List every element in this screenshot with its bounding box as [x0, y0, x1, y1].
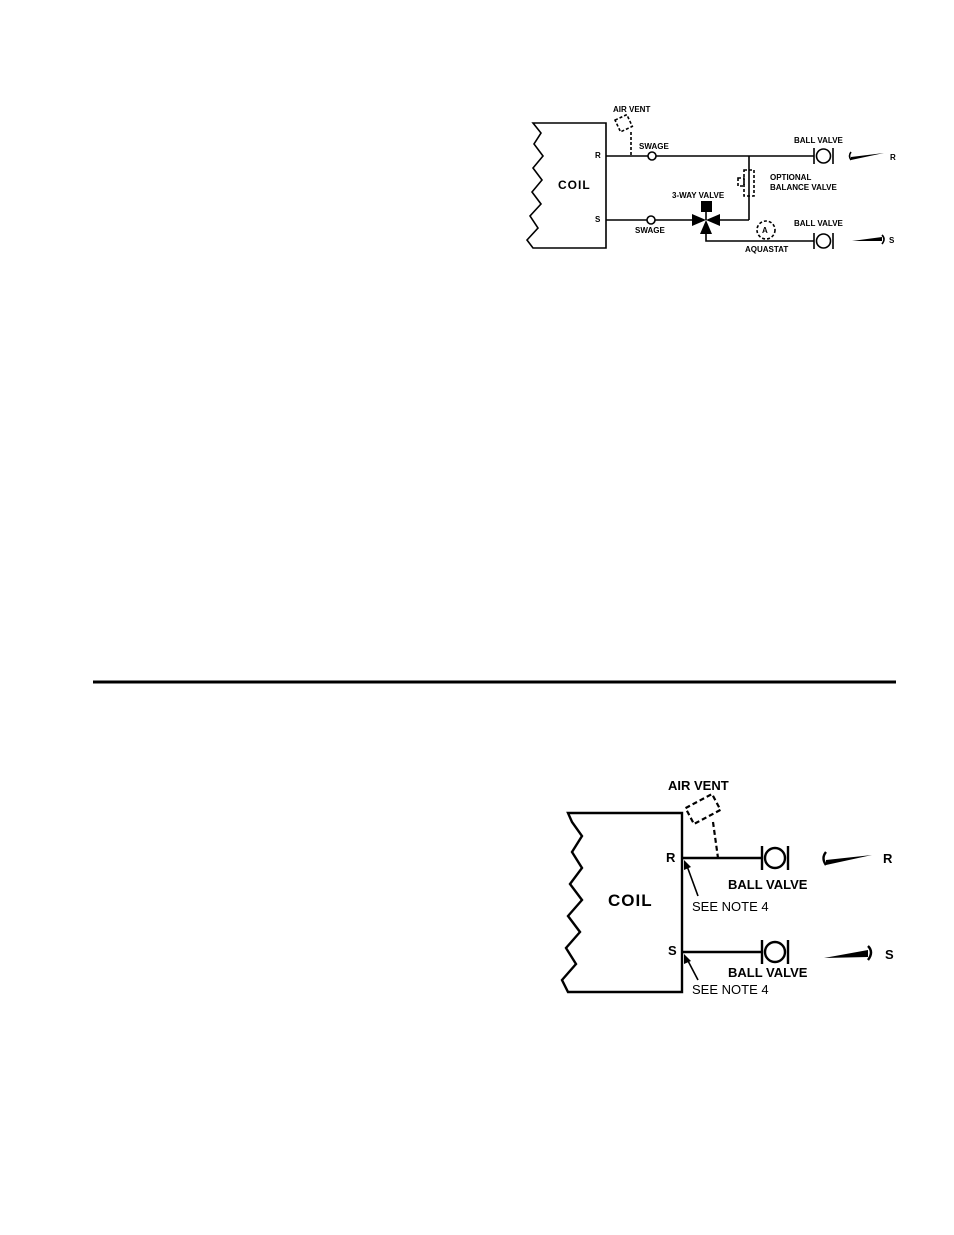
return-port-label-top: R: [595, 151, 601, 160]
ball-valve-supply-icon-bottom: [762, 940, 788, 964]
three-way-valve-icon-bottom: [700, 220, 712, 234]
aquastat-label: AQUASTAT: [745, 245, 788, 254]
coil-label-bottom: COIL: [608, 891, 653, 910]
note-arrow-supply-icon: [684, 954, 698, 980]
air-vent-icon-top: [615, 115, 632, 132]
swage-return-icon-top: [648, 152, 656, 160]
return-flow-arrow-icon-top: [850, 152, 885, 160]
ball-valve-supply-label-top: BALL VALVE: [794, 219, 844, 228]
balance-valve-handle-icon-top: [738, 178, 744, 186]
ball-valve-supply-icon-top: [814, 233, 833, 249]
supply-port-label-bottom: S: [668, 943, 677, 958]
ball-valve-return-label-bottom: BALL VALVE: [728, 877, 808, 892]
air-vent-pipe-bottom: [713, 822, 718, 858]
note-supply-label: SEE NOTE 4: [692, 982, 769, 997]
aquastat-symbol: A: [762, 226, 768, 235]
air-vent-label-top: AIR VENT: [613, 105, 650, 114]
ball-valve-return-icon-bottom: [762, 846, 788, 870]
supply-flow-arrow-icon-bottom: [824, 946, 871, 960]
ball-valve-return-label-top: BALL VALVE: [794, 136, 844, 145]
supply-flow-label-top: S: [889, 236, 895, 245]
return-flow-label-bottom: R: [883, 851, 893, 866]
balance-valve-label2-top: BALANCE VALVE: [770, 183, 837, 192]
supply-flow-arrow-icon-top: [852, 235, 884, 244]
coil-label-top: COIL: [558, 178, 591, 192]
return-flow-arrow-icon-bottom: [824, 852, 873, 865]
supply-flow-label-bottom: S: [885, 947, 894, 962]
return-port-label-bottom: R: [666, 850, 676, 865]
swage-return-label-top: SWAGE: [639, 142, 669, 151]
three-way-valve-icon-right: [706, 214, 720, 226]
supply-port-label-top: S: [595, 215, 601, 224]
return-flow-label-top: R: [890, 153, 896, 162]
balance-valve-label1-top: OPTIONAL: [770, 173, 811, 182]
ball-valve-supply-label-bottom: BALL VALVE: [728, 965, 808, 980]
three-way-valve-icon: [692, 214, 706, 226]
note-return-label: SEE NOTE 4: [692, 899, 769, 914]
note-arrow-return-icon: [684, 860, 698, 896]
three-way-valve-label: 3-WAY VALVE: [672, 191, 725, 200]
air-vent-icon-bottom: [686, 794, 721, 824]
ball-valve-return-icon-top: [814, 148, 833, 164]
swage-supply-icon-top: [647, 216, 655, 224]
air-vent-label-bottom: AIR VENT: [668, 778, 729, 793]
three-way-valve-actuator-icon: [701, 201, 712, 212]
swage-supply-label-top: SWAGE: [635, 226, 665, 235]
